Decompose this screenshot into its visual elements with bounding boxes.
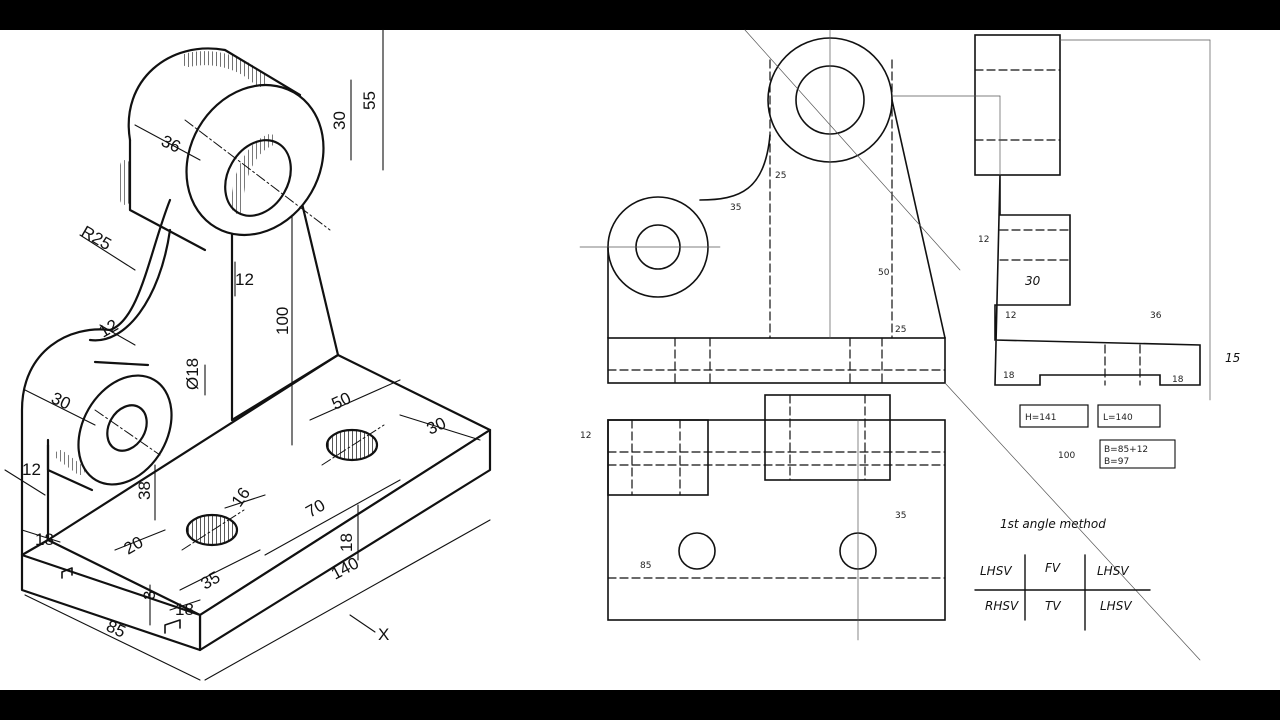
sk-d12-gap: 12 [978,235,989,245]
calc-box-h [1019,404,1089,428]
dim-12-left: 12 [22,460,41,479]
calc-b: B=97 [1104,457,1129,467]
grid-r0c0: LHSV [980,564,1012,578]
sk-d12-left: 12 [580,431,591,441]
dim-18-front: 18 [337,533,356,552]
grid-r1c0: RHSV [985,599,1019,613]
orthographic-sketch [579,29,1211,661]
sk-d35-top: 35 [730,203,741,213]
sk-d36: 36 [1150,311,1162,321]
sk-d30-rhs: 30 [1025,274,1041,288]
grid-r1c2: LHSV [1100,599,1132,613]
arm-outline [20,198,172,557]
angle-method-note: 1st angle method [1000,517,1106,531]
dim-12-neck: 12 [235,270,254,289]
fv-web [891,99,946,339]
dim-38: 38 [135,481,154,500]
lower-boss-bore [106,404,148,452]
dim-18-left: 18 [35,530,54,549]
calc-eq: B=85+12 [1104,445,1148,455]
grid-r1c1: TV [1045,599,1061,613]
sk-d25: 25 [895,325,906,335]
top-cylinder-shade [181,51,267,87]
tv-top-boss [764,394,891,481]
dim-100: 100 [273,307,292,335]
sk-d35: 35 [895,511,906,521]
base-groove [61,567,73,579]
calc-box-l-text: L=140 [1103,413,1133,423]
sk-d50: 50 [878,268,890,278]
tv-left-boss [607,419,709,496]
dim-dia18: Ø18 [183,358,202,390]
fv-arm-curve [607,134,771,339]
sk-d12-side: 12 [1005,311,1016,321]
sv-top-box [974,34,1061,176]
sk-d85: 85 [640,561,651,571]
axis-x-label: X [378,625,389,644]
sk-d15: 15 [1225,351,1240,365]
lower-boss-front [77,374,173,486]
view-layout-grid [974,554,1151,631]
top-cylinder-body [127,47,302,142]
isometric-view [4,29,492,681]
tv-hole-1 [678,532,716,570]
sk-d25-top: 25 [775,171,786,181]
sk-d18-b: 18 [1172,375,1184,385]
calc-box-l [1097,404,1161,428]
calc-100: 100 [1058,451,1075,461]
dim-18-bottom: 18 [175,600,194,619]
sk-d18-a: 18 [1003,371,1015,381]
fv-base [607,337,946,384]
grid-r0c1: FV [1045,561,1061,575]
tv-base [607,419,946,621]
calc-box-h-text: H=141 [1025,413,1057,423]
dim-3: 3 [140,591,159,600]
grid-r0c2: LHSV [1097,564,1129,578]
sketch-labels: 12 30 12 36 15 18 18 12 35 85 50 25 35 2… [580,171,1240,613]
dim-55: 55 [360,91,379,110]
calc-box-b [1099,439,1176,469]
base-left-face [20,553,202,652]
sv-upright [994,174,1201,386]
dim-30-top: 30 [330,111,349,130]
